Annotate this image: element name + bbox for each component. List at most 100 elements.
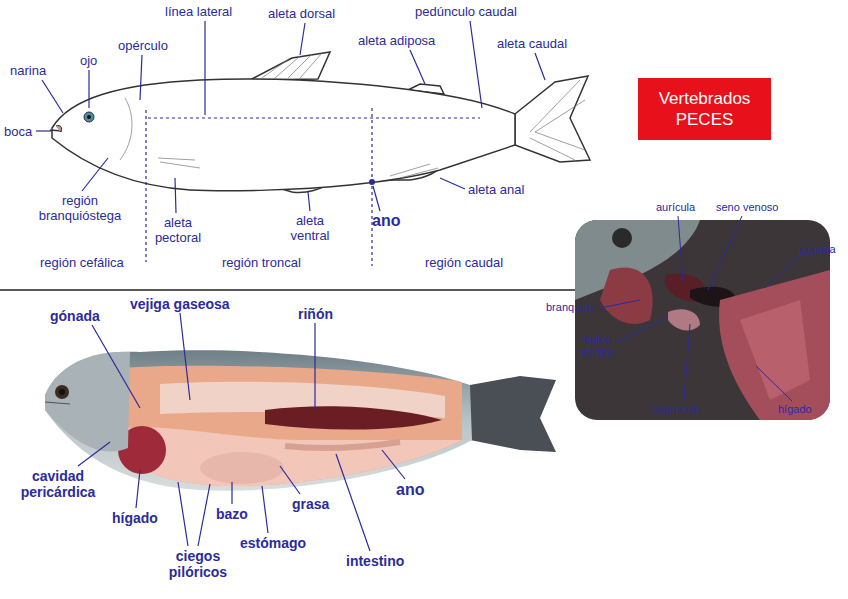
g-shape (78, 313, 405, 551)
heart-part-label: branquias (546, 301, 594, 314)
drawn-shape (678, 216, 683, 282)
drawn-shape (719, 270, 830, 420)
external-part-label: aleta anal (468, 182, 524, 197)
drawn-shape (120, 98, 132, 160)
drawn-shape (262, 486, 268, 533)
drawn-shape (708, 216, 742, 290)
external-part-label: aleta pectoral (146, 215, 210, 245)
drawn-shape (530, 80, 585, 160)
drawn-shape (178, 482, 188, 546)
drawn-shape (45, 402, 70, 404)
heart-part-label: gónada (799, 243, 836, 256)
circle-shape (84, 112, 94, 122)
circle-shape (55, 385, 69, 399)
organ-label: gónada (50, 308, 100, 324)
title-box: Vertebrados PECES (638, 78, 771, 140)
drawn-shape (515, 76, 590, 162)
drawn-shape (52, 79, 515, 191)
external-part-label: opérculo (118, 38, 168, 53)
drawn-shape (740, 300, 810, 400)
drawn-shape (535, 53, 545, 80)
drawn-shape (250, 52, 330, 80)
drawn-shape (616, 318, 666, 342)
heart-part-label: seno venoso (716, 201, 778, 214)
organ-label: ciegos pilóricos (160, 548, 236, 580)
drawn-shape (600, 300, 640, 308)
organ-label: cavidad pericárdica (8, 468, 108, 500)
drawn-shape (440, 178, 465, 189)
drawn-shape (145, 110, 146, 262)
drawn-shape (198, 484, 210, 546)
drawn-shape (765, 256, 799, 288)
drawn-shape (300, 23, 305, 55)
external-part-label: ano (372, 212, 400, 230)
organ-label: estómago (240, 535, 306, 551)
drawn-shape (82, 158, 108, 191)
drawn-shape (314, 323, 315, 410)
g-shape (600, 216, 799, 401)
external-part-label: región branquióstega (30, 193, 130, 223)
drawn-shape (140, 55, 142, 100)
external-part-label: línea lateral (165, 4, 232, 19)
drawn-shape (285, 442, 400, 448)
drawn-shape (373, 186, 380, 211)
drawn-shape (308, 192, 310, 211)
external-part-label: región troncal (222, 255, 301, 270)
drawn-shape (56, 125, 62, 132)
g-shape (575, 220, 830, 420)
drawn-shape (180, 313, 190, 400)
drawn-shape (410, 50, 425, 84)
heart-part-label: ventrículo (652, 403, 700, 416)
drawn-shape (280, 466, 300, 494)
drawn-shape (204, 21, 205, 115)
drawn-shape (42, 80, 63, 113)
drawn-shape (148, 117, 480, 118)
drawn-shape (265, 406, 442, 429)
title-text: Vertebrados PECES (646, 88, 763, 130)
organ-label: vejiga gaseosa (130, 296, 230, 312)
drawn-shape (390, 164, 438, 178)
drawn-shape (88, 70, 89, 108)
external-part-label: aleta caudal (497, 36, 567, 51)
external-part-label: región caudal (425, 255, 503, 270)
drawn-shape (45, 352, 130, 452)
drawn-shape (684, 324, 690, 401)
drawn-shape (668, 309, 700, 330)
organ-label: hígado (112, 510, 158, 526)
circle-shape (59, 389, 65, 395)
g-shape (52, 52, 590, 193)
external-part-label: aleta dorsal (268, 6, 335, 21)
circle-shape (369, 179, 375, 185)
rect-shape (575, 220, 830, 420)
organ-label: ano (396, 481, 424, 499)
heart-part-label: aurícula (656, 201, 695, 214)
drawn-shape (92, 325, 140, 408)
ellipse-shape (200, 452, 284, 484)
external-part-label: boca (4, 124, 32, 139)
drawn-shape (118, 366, 462, 486)
drawn-shape (336, 454, 370, 551)
organ-label: intestino (346, 553, 404, 569)
organ-label: riñón (298, 306, 333, 322)
drawn-shape (470, 376, 556, 452)
g-shape (146, 108, 480, 266)
organ-label: bazo (216, 506, 248, 522)
circle-shape (612, 228, 632, 248)
drawn-shape (371, 108, 372, 266)
drawn-shape (36, 130, 51, 131)
drawn-shape (0, 289, 590, 291)
drawn-shape (262, 53, 322, 78)
circle-shape (87, 115, 91, 119)
g-shape (36, 21, 545, 213)
g-shape (120, 53, 585, 178)
external-part-label: aleta adiposa (358, 33, 435, 48)
external-part-label: región cefálica (40, 255, 124, 270)
drawn-shape (45, 350, 472, 490)
drawn-shape (231, 482, 232, 504)
heart-part-label: hígado (778, 403, 812, 416)
heart-part-label: bulbo aórtico (574, 333, 620, 359)
external-part-label: pedúnculo caudal (415, 4, 517, 19)
external-part-label: ojo (80, 53, 97, 68)
drawn-shape (175, 178, 176, 213)
